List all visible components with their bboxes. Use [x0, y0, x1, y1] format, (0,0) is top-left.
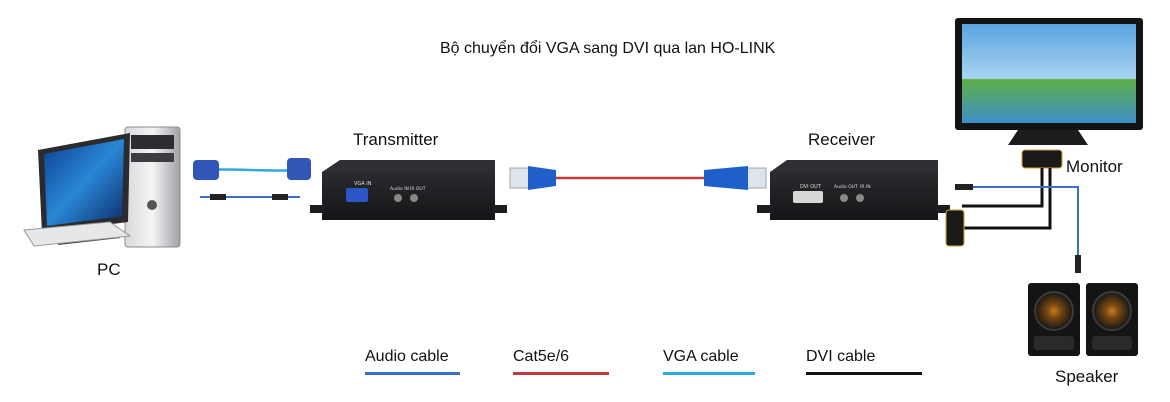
monitor-label: Monitor [1066, 157, 1123, 176]
legend-vga-line [663, 372, 755, 375]
legend-cat-label: Cat5e/6 [513, 348, 570, 365]
audio-cable-pc [200, 194, 300, 200]
monitor-icon [955, 18, 1143, 145]
vga-cable-pc [193, 158, 311, 180]
panel-label-vga-in: VGA IN [354, 181, 372, 187]
panel-label-ir-in: IR IN [860, 184, 871, 190]
pc-label: PC [97, 260, 121, 279]
receiver-label: Receiver [808, 130, 876, 149]
transmitter-device: VGA IN Audio IN IR OUT [310, 160, 507, 220]
speaker-label: Speaker [1055, 367, 1119, 386]
panel-label-dvi-out: DVI OUT [800, 184, 822, 190]
legend-vga-cable: VGA cable [663, 348, 755, 375]
legend-audio-line [365, 372, 460, 375]
legend-cat-cable: Cat5e/6 [513, 348, 609, 375]
speaker-icon [1028, 283, 1138, 356]
audio-cable-receiver [955, 184, 1081, 273]
legend-dvi-cable: DVI cable [806, 348, 922, 375]
panel-label-audio-out: Audio OUT [834, 184, 858, 190]
pc-icon [23, 126, 181, 248]
transmitter-label: Transmitter [353, 130, 439, 149]
legend-audio-cable: Audio cable [365, 348, 460, 375]
panel-label-audio-in: Audio IN [390, 186, 409, 192]
legend-audio-label: Audio cable [365, 348, 449, 365]
dvi-cable-receiver [945, 149, 1063, 247]
cat5e-cable [509, 166, 767, 190]
legend-cat-line [513, 372, 609, 375]
receiver-device: DVI OUT Audio OUT IR IN [757, 160, 950, 220]
diagram-title: Bộ chuyển đổi VGA sang DVI qua lan HO-LI… [440, 40, 776, 57]
legend-dvi-label: DVI cable [806, 348, 876, 365]
panel-label-ir-out: IR OUT [410, 186, 426, 192]
legend-dvi-line [806, 372, 922, 375]
legend-vga-label: VGA cable [663, 348, 739, 365]
